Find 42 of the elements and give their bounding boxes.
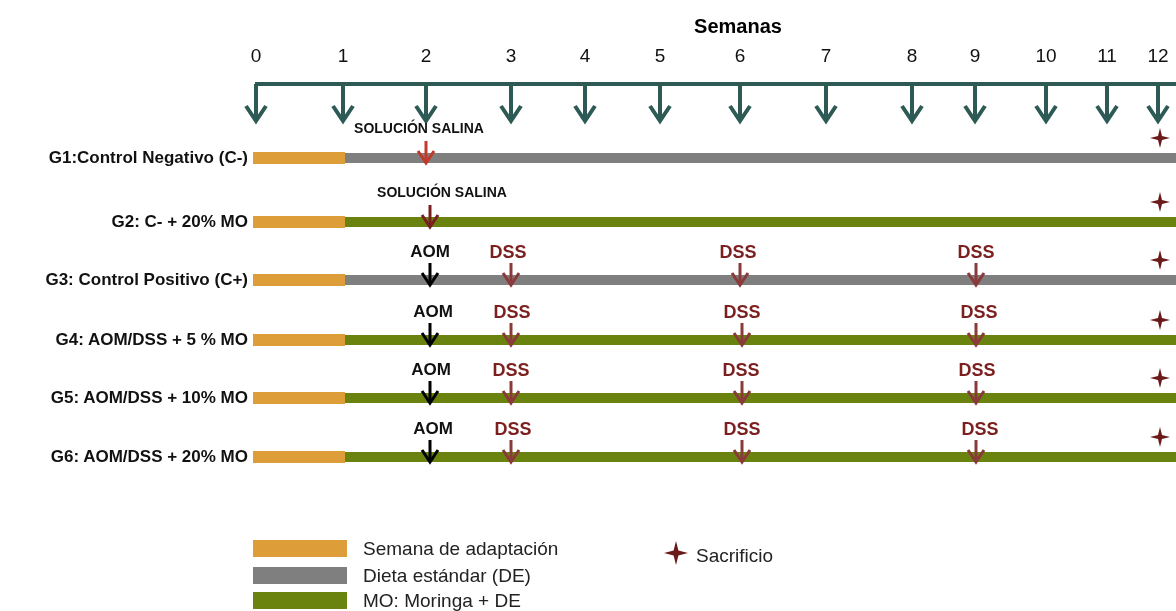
week-number: 6 [734,46,746,65]
event-label: AOM [413,420,453,437]
event-label: DSS [489,243,527,261]
legend-label: Dieta estándar (DE) [363,566,531,585]
week-number: 8 [906,46,918,65]
event-label: AOM [410,243,450,260]
legend-label: MO: Moringa + DE [363,591,521,610]
group-label: G4: AOM/DSS + 5 % MO [55,331,248,348]
week-number: 1 [337,46,349,65]
event-label: DSS [492,361,530,379]
week-number: 11 [1097,46,1117,65]
event-label: DSS [493,303,531,321]
event-label: SOLUCIÓN SALINA [377,185,507,199]
legend-label: Sacrificio [696,546,774,565]
event-label: DSS [723,420,761,438]
week-number: 7 [820,46,832,65]
week-number: 2 [420,46,432,65]
axis-title: Semanas [694,16,782,36]
week-number: 0 [250,46,262,65]
event-label: DSS [957,243,995,261]
group-label: G3: Control Positivo (C+) [45,271,248,288]
week-number: 9 [969,46,981,65]
week-number: 10 [1035,46,1057,65]
week-number: 12 [1147,46,1169,65]
group-label: G6: AOM/DSS + 20% MO [50,448,248,465]
group-label: G1:Control Negativo (C-) [48,149,248,166]
week-number: 4 [579,46,591,65]
event-label: DSS [719,243,757,261]
event-label: AOM [411,361,451,378]
week-number: 3 [505,46,517,65]
legend-label: Semana de adaptación [363,539,559,558]
event-label: DSS [723,303,761,321]
event-label: AOM [413,303,453,320]
event-label: DSS [961,420,999,438]
event-label: DSS [494,420,532,438]
week-number: 5 [654,46,666,65]
event-label: DSS [960,303,998,321]
event-label: DSS [722,361,760,379]
event-label: SOLUCIÓN SALINA [354,121,484,135]
group-label: G5: AOM/DSS + 10% MO [50,389,248,406]
event-label: DSS [958,361,996,379]
group-label: G2: C- + 20% MO [111,213,248,230]
